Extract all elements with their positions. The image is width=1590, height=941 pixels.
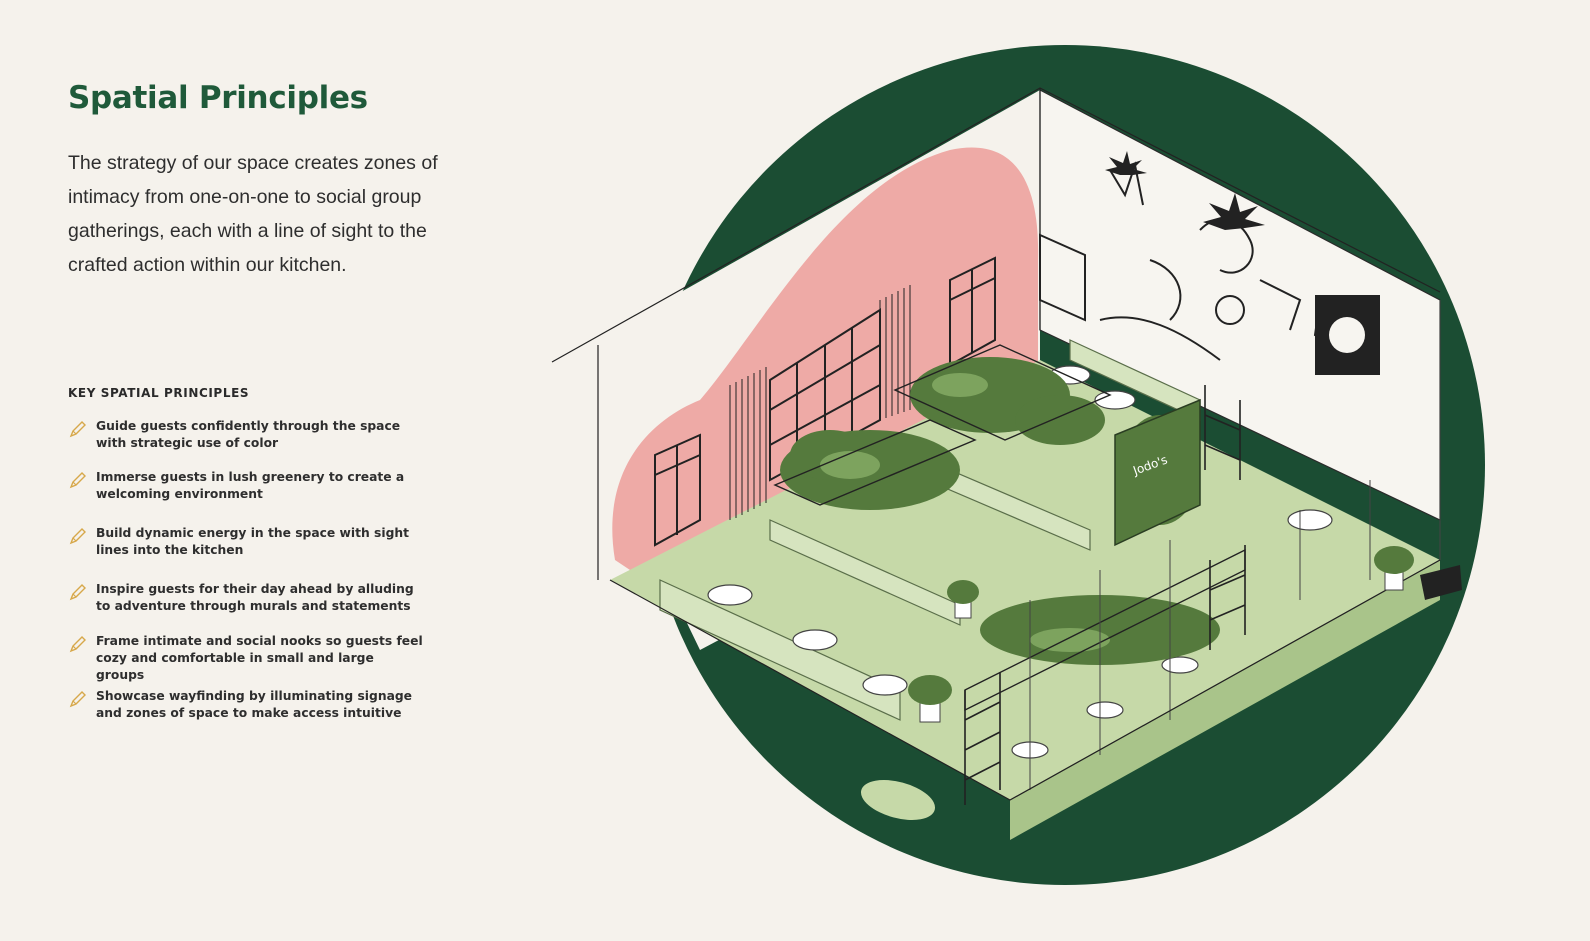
pencil-icon <box>69 636 86 653</box>
shelving-unit <box>964 385 1246 805</box>
floor-blob <box>861 780 935 820</box>
intro-paragraph: The strategy of our space creates zones … <box>68 152 438 276</box>
principle-text: Build dynamic energy in the space with s… <box>96 526 410 557</box>
principle-item: Frame intimate and social nooks so guest… <box>68 633 438 684</box>
slat-partition <box>729 285 911 520</box>
principle-text: Guide guests confidently through the spa… <box>96 419 401 450</box>
wall-door <box>654 233 1086 547</box>
principle-text: Frame intimate and social nooks so guest… <box>96 634 423 682</box>
text-column: Spatial Principles The strategy of our s… <box>68 80 488 282</box>
principle-item: Inspire guests for their day ahead by al… <box>68 581 438 615</box>
pencil-icon <box>69 528 86 545</box>
potted-plant <box>908 546 1414 723</box>
isometric-floorplan-illustration: Jodo's <box>551 45 1485 885</box>
principle-item: Build dynamic energy in the space with s… <box>68 525 438 559</box>
signage-panel <box>1114 398 1201 547</box>
floor-edge <box>1010 560 1440 840</box>
pencil-icon <box>69 472 86 489</box>
pencil-icon <box>69 584 86 601</box>
foliage-highlights <box>820 373 1110 652</box>
mural-star <box>1329 317 1365 353</box>
palm-tree-icon <box>1105 151 1265 230</box>
pencil-icon <box>69 421 86 438</box>
principle-text: Inspire guests for their day ahead by al… <box>96 582 414 613</box>
principle-item: Immerse guests in lush greenery to creat… <box>68 469 438 503</box>
page-title: Spatial Principles <box>68 80 368 116</box>
floor-area <box>610 360 1440 800</box>
a-frame-sign <box>1420 565 1462 600</box>
pencil-icon <box>69 691 86 708</box>
principle-item: Guide guests confidently through the spa… <box>68 418 438 452</box>
frame-lines <box>551 87 1441 801</box>
booth-seating <box>659 339 1201 721</box>
principle-text: Showcase wayfinding by illuminating sign… <box>96 689 413 720</box>
principle-item: Showcase wayfinding by illuminating sign… <box>68 688 438 722</box>
principle-text: Immerse guests in lush greenery to creat… <box>96 470 405 501</box>
principles-heading: KEY SPATIAL PRINCIPLES <box>68 386 250 400</box>
